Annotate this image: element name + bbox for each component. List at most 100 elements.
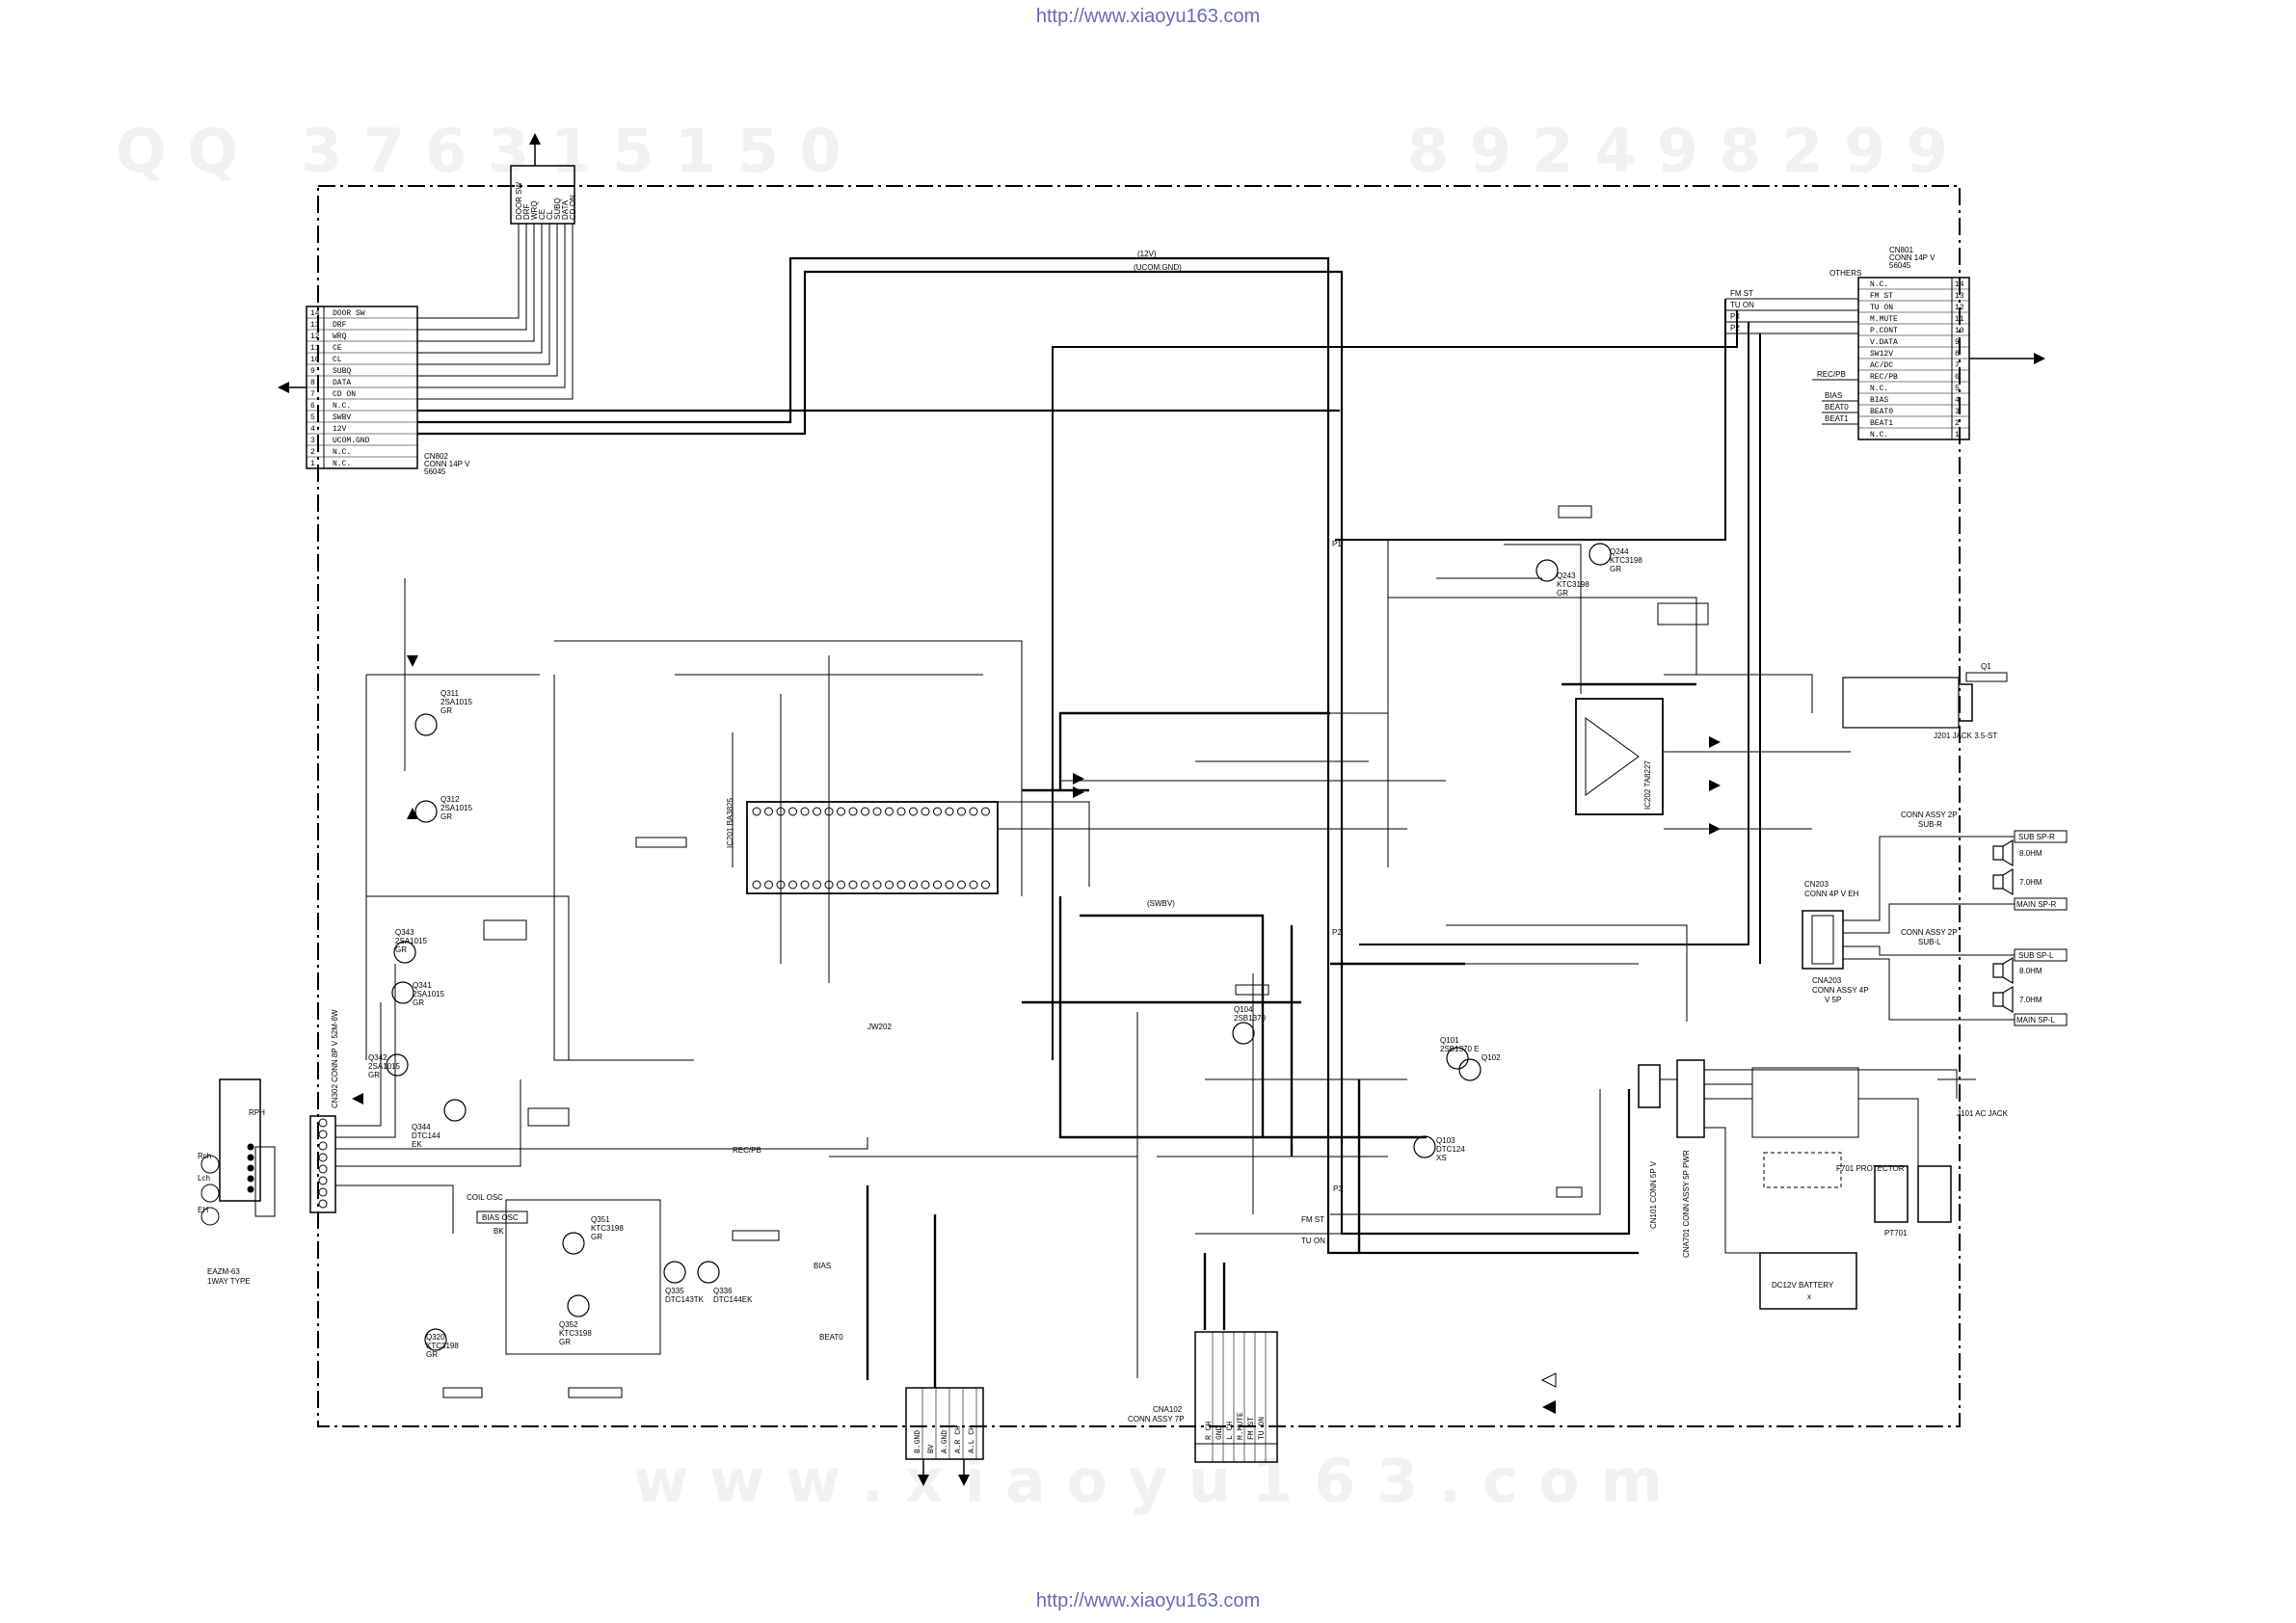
osc-bk: BK (494, 1227, 504, 1236)
transistor-symbol (443, 1099, 467, 1122)
transistor-extra: GR (441, 812, 452, 821)
cn801-pin-name: REC/PB (1870, 373, 1898, 382)
cn802-pin-name: DATA (333, 379, 351, 387)
ic-pin (921, 880, 930, 890)
f701-label: F701 PROTECTOR (1836, 1164, 1905, 1173)
transistor-extra: GR (559, 1338, 571, 1346)
transistor-value: 2SA1015 (441, 804, 472, 812)
transistor-symbol (1232, 1022, 1255, 1045)
watermark-site: w w w . x i a o y u 1 6 3 . c o m (633, 1446, 1663, 1516)
ic202: IC202 TA8227 (1575, 698, 1664, 815)
transistor-extra: GR (395, 945, 407, 954)
cn802-pin-num: 9 (310, 367, 315, 376)
transistor-ref: Q342 (368, 1053, 387, 1062)
sig-beat1: BEAT1 (1825, 414, 1849, 423)
j201-label: J201 JACK 3.5-ST (1934, 732, 1997, 740)
cn203-sub: CONN 4P V EH (1804, 890, 1859, 898)
ic-pin (896, 807, 906, 816)
bus-swbv: (SWBV) (1147, 899, 1175, 908)
cn801-sub2: 56045 (1889, 261, 1911, 270)
frame (317, 185, 1961, 1427)
head-pin (247, 1175, 254, 1183)
url-bottom: http://www.xiaoyu163.com (1035, 1590, 1261, 1611)
ic-pin (872, 807, 882, 816)
cna102-pin: FM ST (1247, 1417, 1256, 1440)
top-conn-label: CE (538, 209, 547, 220)
osc-bias: BIAS OSC (482, 1213, 519, 1222)
cna203-sub: CONN ASSY 4P (1812, 986, 1869, 995)
top-conn-label: WRQ (530, 200, 539, 220)
cn802-pin-num: 1 (310, 460, 315, 468)
sig-p3: P3 (1730, 312, 1740, 321)
cn802-pin-name: 12V (333, 425, 347, 434)
cn801-pin-name: BEAT1 (1870, 419, 1893, 428)
transistor-value: 2SA1015 (368, 1062, 400, 1071)
cn802-pin-num: 7 (310, 390, 315, 399)
cn802-pin-num: 3 (310, 437, 315, 445)
cna203-label: CNA203 (1812, 976, 1842, 985)
transistor-symbol (697, 1261, 720, 1284)
transistor-ref: Q336 (713, 1287, 733, 1295)
transistor-value: KTC3198 (559, 1329, 592, 1338)
ic-pin (837, 880, 845, 890)
battery-x: x (1807, 1292, 1811, 1301)
cn802-sub2: 56045 (424, 467, 446, 476)
ic-pin (921, 807, 930, 816)
watermark-phone: 8 9 2 4 9 8 2 9 9 (1407, 116, 1948, 186)
head-pin (318, 1118, 328, 1128)
ic-pin (957, 807, 966, 816)
transistor-value: 2SA1015 (441, 698, 472, 706)
cn802-pin-num: 8 (310, 379, 315, 387)
cn802-pin-name: CE (333, 344, 342, 353)
cn802-pin-name: CL (333, 356, 342, 364)
cna203-sub2: V 5P (1825, 996, 1841, 1004)
label-fmst: FM ST (1301, 1215, 1324, 1224)
label-p2: P2 (1332, 928, 1342, 937)
bottom-conn-pin: BV (927, 1444, 936, 1453)
main-sp-r: MAIN SP-R (2016, 900, 2057, 909)
head-rph: RPH (249, 1108, 265, 1117)
cn801-pin-name: V.DATA (1870, 338, 1898, 347)
osc-coil: COIL OSC (467, 1193, 503, 1202)
transistor-value: KTC3198 (591, 1224, 624, 1233)
transistor-ref: Q104 (1234, 1005, 1253, 1014)
transistor-extra: XS (1436, 1154, 1447, 1162)
ic-pin (945, 807, 954, 816)
pt701-label: PT701 (1884, 1229, 1908, 1237)
transistor-value: 2SB1370 E (1440, 1045, 1479, 1053)
ic-pin (872, 880, 882, 890)
ic-pin (896, 880, 906, 890)
cn802-pin-num: 2 (310, 448, 315, 457)
url-top: http://www.xiaoyu163.com (1035, 6, 1261, 27)
ic-pin (764, 807, 773, 816)
transistor-extra: EK (412, 1140, 422, 1149)
cn801-pin-num: 5 (1955, 385, 1960, 393)
watermark-qq: Q Q 3 7 6 3 1 5 1 5 0 (116, 116, 841, 186)
bottom-conn-pin: A.GND (941, 1430, 949, 1453)
cn801-pin-num: 12 (1955, 304, 1964, 312)
cn302-label: CN302 CONN 8P V 52M-8W (331, 1009, 339, 1108)
ic-pin (933, 880, 942, 890)
cna102-pin: M.MUTE (1237, 1412, 1245, 1440)
head-pin (318, 1176, 328, 1185)
cn802-pin-name: N.C. (333, 460, 351, 468)
transistor-ref: Q101 (1440, 1036, 1459, 1045)
head-pin (247, 1143, 254, 1151)
sig-tuon: TU ON (1730, 301, 1754, 309)
ic202-label: IC202 TA8227 (1643, 760, 1652, 810)
label-p1: P1 (1332, 540, 1342, 548)
transistor-ref: Q102 (1482, 1053, 1501, 1062)
cn801-pin-num: 4 (1955, 396, 1960, 405)
sig-p2: P2 (1730, 324, 1740, 333)
transistor-symbol (1446, 1047, 1469, 1070)
cn802-title: CN802 (424, 452, 448, 461)
transistor-ref: Q341 (413, 981, 432, 990)
label-tuon: TU ON (1301, 1237, 1325, 1245)
bus-bias: BIAS (814, 1262, 831, 1270)
transistor-value: KTC3198 (426, 1342, 459, 1350)
transistor-ref: Q311 (441, 689, 460, 698)
